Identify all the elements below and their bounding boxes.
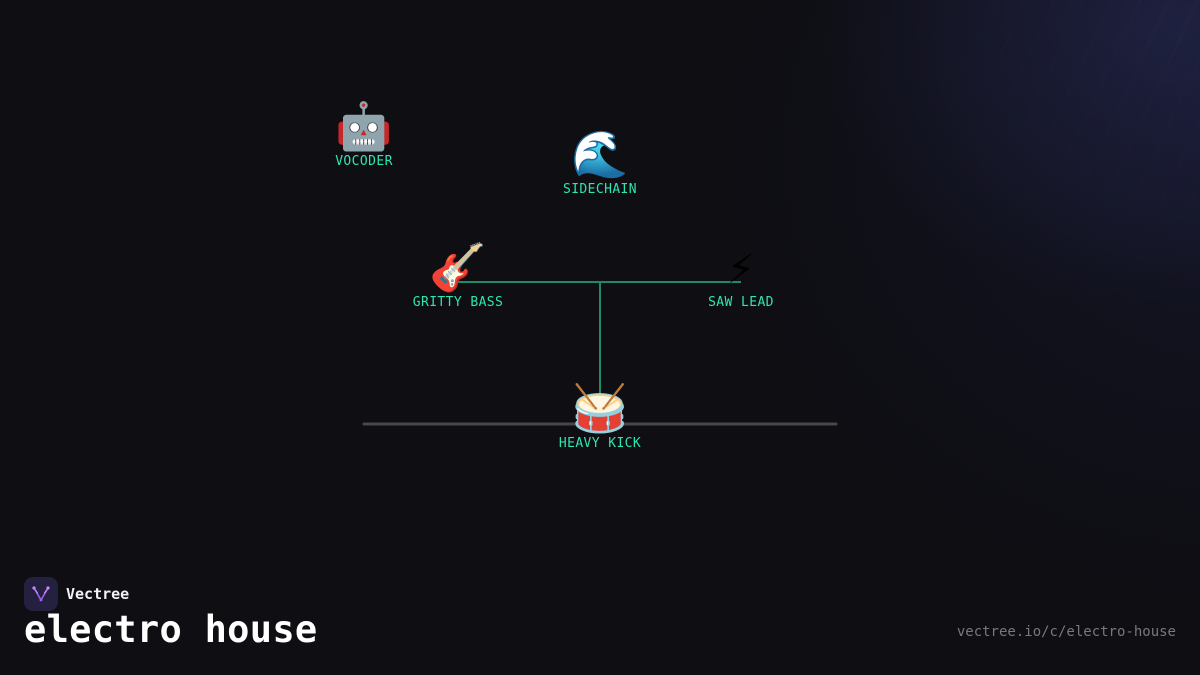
vectree-logo-icon — [24, 577, 58, 611]
page-title: electro house — [24, 608, 318, 651]
lightning-icon: ⚡ — [727, 240, 755, 294]
node-label: HEAVY KICK — [558, 436, 642, 451]
node-sidechain[interactable]: 🌊 SIDECHAIN — [520, 126, 680, 197]
node-gritty-bass[interactable]: 🎸 GRITTY BASS — [378, 239, 538, 310]
node-label: SAW LEAD — [708, 295, 774, 310]
brand[interactable]: Vectree — [24, 577, 129, 611]
node-label: SIDECHAIN — [562, 182, 638, 197]
guitar-icon: 🎸 — [429, 240, 487, 294]
node-label: GRITTY BASS — [412, 295, 504, 310]
wave-icon: 🌊 — [571, 127, 629, 181]
node-vocoder[interactable]: 🤖 VOCODER — [284, 98, 444, 169]
node-saw-lead[interactable]: ⚡ SAW LEAD — [661, 239, 821, 310]
brand-name: Vectree — [66, 585, 130, 603]
node-heavy-kick[interactable]: 🥁 HEAVY KICK — [520, 380, 680, 451]
drum-icon: 🥁 — [571, 381, 629, 435]
robot-icon: 🤖 — [335, 99, 393, 153]
share-url[interactable]: vectree.io/c/electro-house — [956, 624, 1176, 640]
node-label: VOCODER — [335, 154, 393, 169]
